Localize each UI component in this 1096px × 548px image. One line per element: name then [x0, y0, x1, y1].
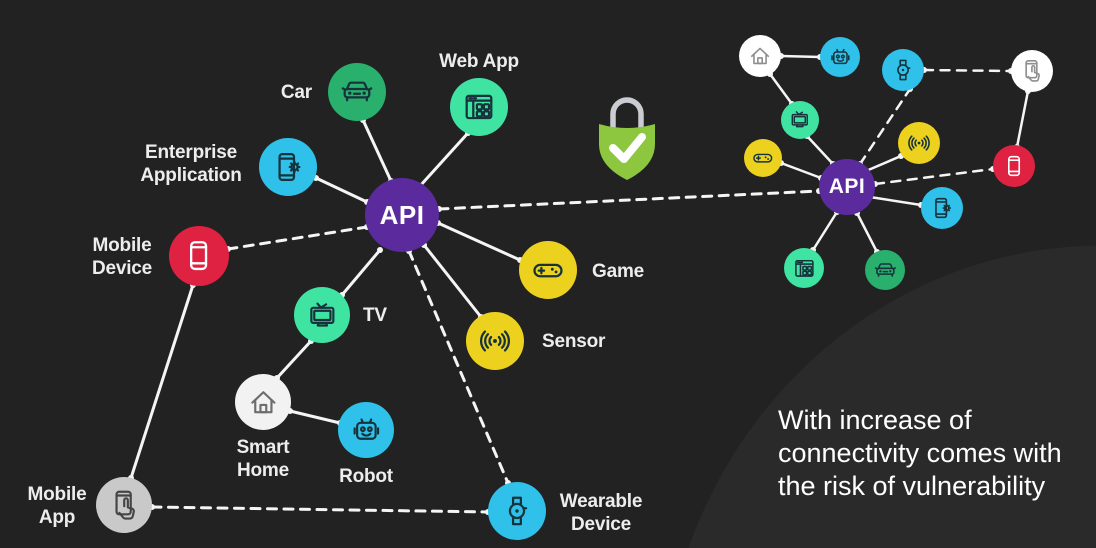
connection-house-robot	[778, 53, 823, 60]
node-label-car: Car	[280, 82, 312, 103]
connection-api-api-dashed	[436, 188, 822, 212]
connection-touchphone-redphone	[1014, 88, 1031, 150]
robot-icon	[349, 413, 384, 448]
smartphone-icon	[1001, 153, 1027, 179]
connection-rightapi-browser	[810, 209, 840, 253]
node-right-browser	[784, 248, 824, 288]
node-robot	[338, 402, 394, 458]
connection-rightapi-phonegear	[867, 194, 924, 208]
connection-mobileapp-wearable-dashed	[149, 504, 491, 515]
tv-icon	[788, 108, 812, 132]
left-api-hub-label: API	[379, 199, 425, 230]
node-label-enterprise-application: Enterprise Application	[140, 142, 242, 186]
node-right-gamepad	[744, 139, 782, 177]
smartphone-icon	[180, 237, 217, 274]
node-right-touch-phone	[1011, 50, 1053, 92]
car-icon	[339, 74, 375, 110]
node-web-app	[450, 78, 508, 136]
connection-smarthome-robot	[287, 408, 343, 426]
node-label-game: Game	[592, 261, 645, 282]
signal-icon	[906, 130, 932, 156]
caption-text: With increase of connectivity comes with…	[778, 405, 1062, 501]
connection-game-api	[435, 220, 523, 263]
car-icon	[873, 258, 898, 283]
node-tv	[294, 287, 350, 343]
left-api-hub: API	[365, 178, 439, 252]
connection-webapp-api	[417, 130, 471, 189]
connection-sensor-api	[421, 242, 484, 320]
node-mobile-app	[96, 477, 152, 533]
connection-tv-api	[339, 247, 383, 298]
connection-rightapi-car	[854, 210, 880, 255]
phone-gear-icon	[929, 195, 955, 221]
connection-api-wearable-dashed	[406, 248, 511, 486]
node-enterprise-application	[259, 138, 317, 196]
browser-icon	[461, 89, 497, 125]
node-right-robot	[820, 37, 860, 77]
node-label-web-app: Web App	[439, 51, 519, 72]
node-smart-home	[235, 374, 291, 430]
node-right-phone-gear	[921, 187, 963, 229]
node-mobile-device	[169, 226, 229, 286]
node-game	[519, 241, 577, 299]
connection-mobiledevice-api-dashed	[225, 224, 370, 252]
node-label-wearable-device: Wearable Device	[559, 491, 643, 535]
connection-rightapi-signal	[863, 153, 904, 174]
node-right-house	[739, 35, 781, 77]
right-api-hub-label: API	[828, 175, 866, 198]
tv-icon	[305, 298, 340, 333]
connection-rightapi-watch-dashed	[857, 86, 913, 167]
signal-icon	[477, 323, 513, 359]
connection-tv-rightapi	[804, 133, 836, 167]
connection-car-api	[360, 117, 394, 184]
gamepad-icon	[530, 252, 566, 288]
node-label-mobile-app: Mobile App	[27, 484, 87, 528]
connection-watch-touchphone-dashed	[921, 67, 1014, 74]
touch-phone-icon	[107, 488, 142, 523]
browser-icon	[792, 256, 817, 281]
connection-mobiledevice-mobileapp	[128, 282, 196, 481]
node-sensor	[466, 312, 524, 370]
node-right-car	[865, 250, 905, 290]
watch-icon	[499, 493, 535, 529]
node-car	[328, 63, 386, 121]
house-icon	[246, 385, 281, 420]
shield-lock-check-icon	[599, 97, 655, 180]
connection-rightapi-redphone-dashed	[872, 166, 996, 187]
connection-tv-smarthome	[274, 338, 314, 381]
node-right-red-phone	[993, 145, 1035, 187]
node-label-tv: TV	[363, 305, 387, 326]
node-label-mobile-device: Mobile Device	[91, 235, 153, 279]
connection-house-tv	[767, 71, 795, 107]
right-api-hub: API	[819, 159, 875, 215]
touch-phone-icon	[1019, 58, 1045, 84]
security-shield	[589, 88, 665, 197]
phone-gear-icon	[270, 149, 306, 185]
node-right-tv	[781, 101, 819, 139]
node-wearable-device	[488, 482, 546, 540]
node-right-signal	[898, 122, 940, 164]
node-label-robot: Robot	[339, 466, 393, 487]
node-label-smart-home: Smart Home	[236, 437, 290, 481]
house-icon	[747, 43, 773, 69]
connection-enterprise-api	[313, 175, 370, 205]
connection-gamepad-rightapi	[778, 160, 824, 181]
watch-icon	[890, 57, 916, 83]
gamepad-icon	[751, 146, 775, 170]
robot-icon	[828, 45, 853, 70]
node-label-sensor: Sensor	[542, 331, 606, 352]
node-right-watch	[882, 49, 924, 91]
